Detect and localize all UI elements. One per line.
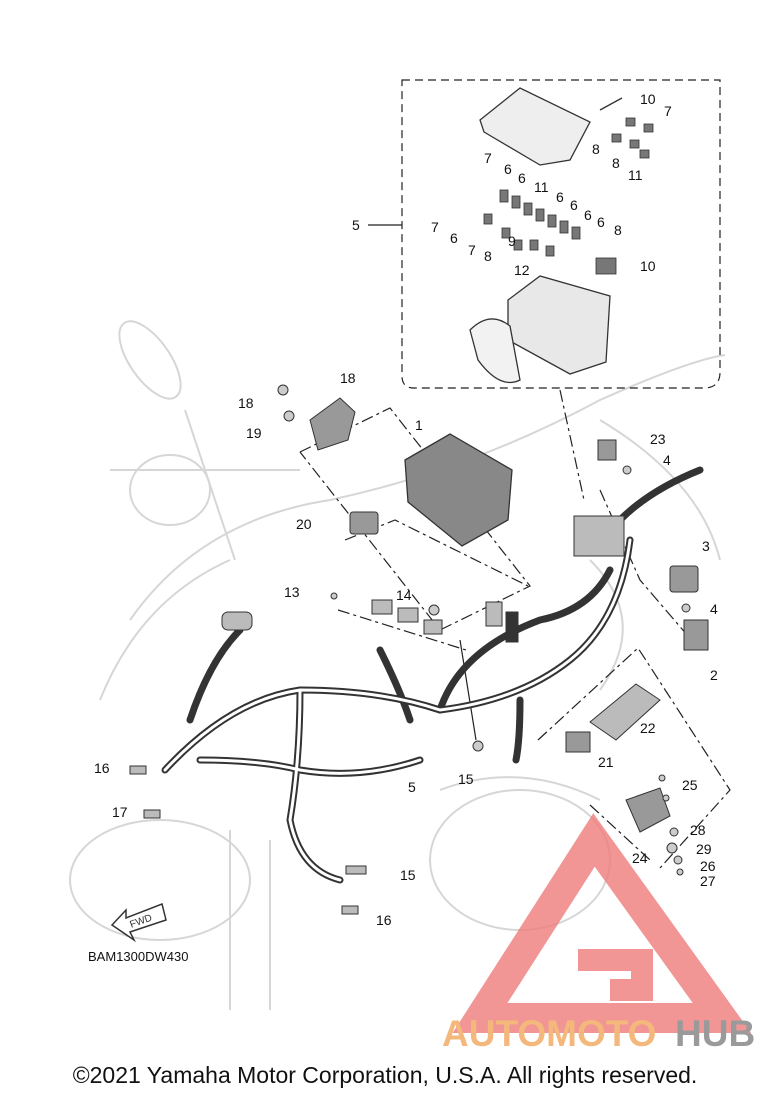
callout: 27 [700, 873, 716, 889]
callout: 18 [340, 370, 356, 386]
copyright-notice: ©2021 Yamaha Motor Corporation, U.S.A. A… [72, 1062, 698, 1088]
callout: 1 [415, 417, 423, 433]
callout: 20 [296, 516, 312, 532]
callout: 2 [710, 667, 718, 683]
callout: 15 [458, 771, 474, 787]
callout: 8 [612, 155, 620, 171]
callout: 11 [534, 179, 549, 195]
callout: 22 [640, 720, 656, 736]
relay-3 [669, 565, 699, 593]
connector-21 [589, 683, 661, 741]
fuse-box-cover [479, 87, 623, 166]
callout: 6 [518, 170, 526, 186]
relay-19 [349, 511, 379, 535]
callout: 7 [664, 103, 672, 119]
bolts [277, 384, 691, 876]
watermark-text-secondary: HUB [675, 1013, 755, 1054]
callout: 29 [696, 841, 712, 857]
main-harness-inner [163, 538, 632, 882]
watermark-logo: AUTOMOTO HUB [442, 813, 755, 1054]
callout: 16 [94, 760, 110, 776]
callout: 4 [663, 452, 671, 468]
callout: 5 [408, 779, 416, 795]
fuse-set [483, 117, 654, 275]
relay-2 [683, 619, 709, 651]
callout: 6 [504, 161, 512, 177]
callout: 23 [650, 431, 666, 447]
callout-labels: 1 2 3 4 4 5 5 6 6 6 6 6 6 6 7 7 7 7 8 8 … [94, 91, 718, 928]
relay-17 [309, 397, 356, 451]
regulator-23 [625, 787, 671, 833]
ecu-unit [404, 433, 513, 547]
callout: 19 [246, 425, 262, 441]
callout: 15 [400, 867, 416, 883]
callout: 3 [702, 538, 710, 554]
callout: 24 [632, 850, 648, 866]
callout: 7 [484, 150, 492, 166]
callout: 6 [556, 189, 564, 205]
fwd-arrow-icon: FWD [110, 902, 167, 943]
callout: 10 [640, 258, 656, 274]
diagram-code: BAM1300DW430 [88, 949, 188, 964]
callout: 12 [514, 262, 530, 278]
watermark-text-primary: AUTOMOTO [442, 1013, 656, 1054]
callout: 16 [376, 912, 392, 928]
callout: 6 [597, 214, 605, 230]
relay-22 [597, 439, 617, 461]
callout: 14 [396, 587, 412, 603]
fuse-box-base [469, 275, 611, 384]
callout: 8 [484, 248, 492, 264]
callout: 8 [614, 222, 622, 238]
harness-connectors [129, 515, 625, 915]
callout: 26 [700, 858, 716, 874]
callout: 28 [690, 822, 706, 838]
callout: 6 [450, 230, 458, 246]
callout: 13 [284, 584, 300, 600]
connector-20 [565, 731, 591, 753]
callout: 18 [238, 395, 254, 411]
callout: 21 [598, 754, 614, 770]
callout: 17 [112, 804, 128, 820]
callout: 4 [710, 601, 718, 617]
callout: 6 [570, 197, 578, 213]
callout: 5 [352, 217, 360, 233]
callout: 9 [508, 233, 516, 249]
callout: 7 [431, 219, 439, 235]
callout: 25 [682, 777, 698, 793]
callout: 10 [640, 91, 656, 107]
callout: 8 [592, 141, 600, 157]
callout: 7 [468, 242, 476, 258]
callout: 6 [584, 207, 592, 223]
callout: 11 [628, 167, 643, 183]
